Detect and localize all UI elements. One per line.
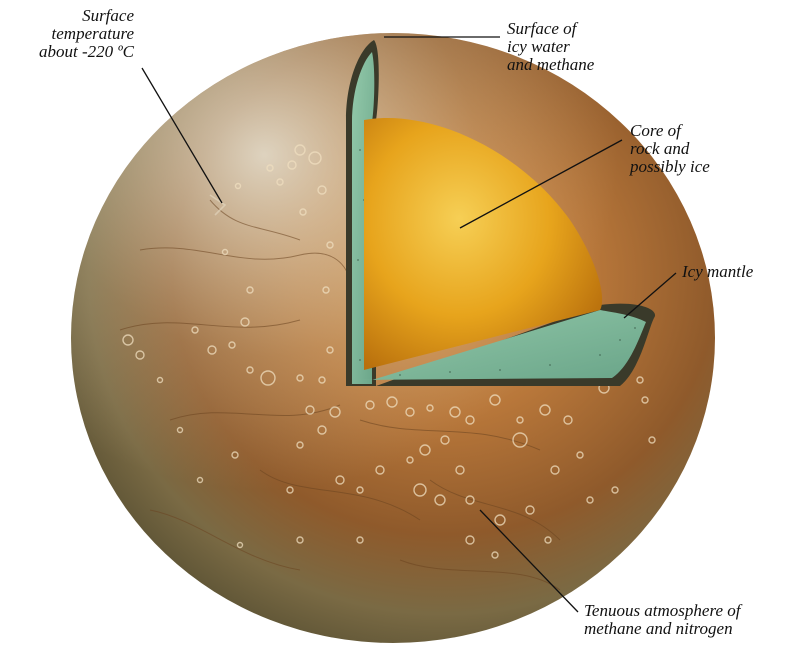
label-surface-temperature: Surface temperature about -220 ºC [39, 7, 134, 61]
label-line: Core of [630, 122, 710, 140]
label-line: temperature [39, 25, 134, 43]
label-surface-icy: Surface of icy water and methane [507, 20, 594, 74]
label-core: Core of rock and possibly ice [630, 122, 710, 176]
label-line: rock and [630, 140, 710, 158]
label-atmosphere: Tenuous atmosphere of methane and nitrog… [584, 602, 740, 638]
label-line: Icy mantle [682, 263, 753, 281]
label-line: Surface [39, 7, 134, 25]
label-line: icy water [507, 38, 594, 56]
label-mantle: Icy mantle [682, 263, 753, 281]
label-line: possibly ice [630, 158, 710, 176]
label-line: about -220 ºC [39, 43, 134, 61]
label-line: Surface of [507, 20, 594, 38]
label-line: and methane [507, 56, 594, 74]
label-line: Tenuous atmosphere of [584, 602, 740, 620]
label-line: methane and nitrogen [584, 620, 740, 638]
